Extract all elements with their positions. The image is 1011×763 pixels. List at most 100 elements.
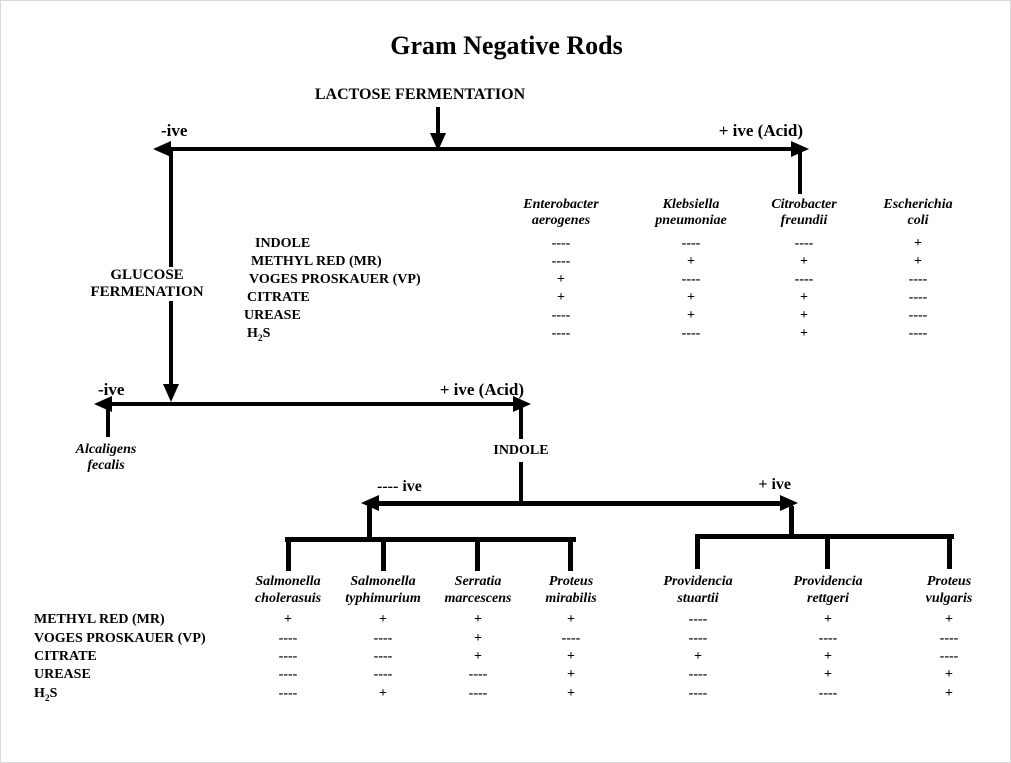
indole-positive-label: + ive: [758, 476, 791, 493]
indole-node-label: INDOLE: [493, 443, 549, 458]
organism-header: Proteus mirabilis: [545, 574, 597, 606]
page-title: Gram Negative Rods: [390, 31, 623, 60]
test-value: +: [800, 254, 808, 269]
test-label-voges-proskauer: VOGES PROSKAUER (VP): [249, 272, 421, 287]
test-value: ----: [688, 631, 708, 646]
test-value: ----: [278, 667, 298, 682]
arrow-right-icon: [513, 396, 531, 412]
organism-header: Salmonella typhimurium: [345, 574, 421, 606]
connector-line: [285, 537, 576, 542]
organism-header: Escherichia coli: [883, 197, 953, 228]
connector-line: [798, 151, 802, 194]
test-label-methyl-red: METHYL RED (MR): [34, 612, 165, 627]
glucose-positive-label: + ive (Acid): [439, 380, 524, 399]
test-value: +: [474, 631, 482, 646]
organism-header: Salmonella cholerasuis: [254, 574, 322, 606]
test-value: ----: [681, 236, 701, 251]
test-value: +: [800, 290, 808, 305]
test-value: +: [824, 612, 832, 627]
test-value: +: [914, 236, 922, 251]
arrow-down-icon: [163, 384, 179, 402]
test-value: +: [379, 612, 387, 627]
test-value: ----: [908, 290, 928, 305]
test-value: ----: [551, 326, 571, 341]
test-value: ----: [278, 649, 298, 664]
test-value: +: [379, 686, 387, 701]
test-value: ----: [688, 667, 708, 682]
test-value: +: [694, 649, 702, 664]
connector-line: [368, 501, 793, 506]
glucose-fermentation-label: GLUCOSE FERMENATION: [47, 267, 247, 301]
test-label-methyl-red: METHYL RED (MR): [251, 254, 382, 269]
test-value: +: [687, 308, 695, 323]
test-value: ----: [561, 631, 581, 646]
connector-line: [519, 462, 523, 503]
organism-header: Klebsiella pneumoniae: [655, 197, 727, 228]
test-label-h2s: H2S: [247, 326, 271, 344]
test-value: +: [945, 686, 953, 701]
test-value: +: [800, 326, 808, 341]
lactose-negative-label: -ive: [161, 121, 188, 140]
test-label-h2s: H2S: [34, 686, 58, 704]
connector-line: [519, 406, 523, 439]
connector-line: [436, 107, 440, 137]
connector-line: [159, 147, 803, 151]
connector-line: [695, 534, 954, 539]
test-label-citrate: CITRATE: [34, 649, 97, 664]
test-value: ----: [551, 236, 571, 251]
organism-alcaligens-fecalis: Alcaligens fecalis: [75, 442, 137, 473]
test-value: +: [914, 254, 922, 269]
test-label-citrate: CITRATE: [247, 290, 310, 305]
test-value: +: [567, 667, 575, 682]
test-value: +: [800, 308, 808, 323]
test-value: +: [567, 649, 575, 664]
lactose-positive-label: + ive (Acid): [718, 121, 803, 140]
test-value: ----: [681, 272, 701, 287]
test-value: +: [474, 649, 482, 664]
test-value: ----: [908, 326, 928, 341]
test-value: +: [474, 612, 482, 627]
test-value: ----: [818, 686, 838, 701]
connector-line: [101, 402, 526, 406]
test-value: +: [567, 612, 575, 627]
test-value: ----: [551, 308, 571, 323]
test-value: ----: [278, 686, 298, 701]
connector-line: [286, 537, 291, 571]
test-value: ----: [468, 686, 488, 701]
connector-line: [695, 534, 700, 569]
connector-line: [568, 537, 573, 571]
test-value: ----: [373, 631, 393, 646]
lactose-fermentation-label: LACTOSE FERMENTATION: [314, 86, 526, 103]
test-value: ----: [373, 667, 393, 682]
connector-line: [381, 537, 386, 571]
test-value: ----: [681, 326, 701, 341]
test-value: ----: [908, 272, 928, 287]
test-value: +: [824, 649, 832, 664]
test-value: ----: [939, 649, 959, 664]
test-label-urease: UREASE: [34, 667, 91, 682]
organism-header: Serratia marcescens: [444, 574, 512, 606]
test-value: +: [557, 272, 565, 287]
test-value: ----: [551, 254, 571, 269]
test-value: +: [687, 290, 695, 305]
organism-header: Enterobacter aerogenes: [523, 197, 599, 228]
organism-header: Citrobacter freundii: [771, 197, 837, 228]
test-value: +: [557, 290, 565, 305]
connector-line: [367, 506, 372, 539]
arrow-right-icon: [791, 141, 809, 157]
test-value: +: [567, 686, 575, 701]
test-value: ----: [468, 667, 488, 682]
indole-negative-label: ---- ive: [377, 478, 422, 495]
arrow-left-icon: [361, 495, 379, 511]
test-value: ----: [908, 308, 928, 323]
organism-header: Providencia stuartii: [663, 574, 733, 606]
test-value: ----: [939, 631, 959, 646]
test-label-voges-proskauer: VOGES PROSKAUER (VP): [34, 631, 206, 646]
test-value: ----: [794, 236, 814, 251]
glucose-negative-label: -ive: [98, 380, 125, 399]
connector-line: [106, 406, 110, 437]
test-label-urease: UREASE: [244, 308, 301, 323]
test-value: +: [945, 667, 953, 682]
connector-line: [475, 537, 480, 571]
